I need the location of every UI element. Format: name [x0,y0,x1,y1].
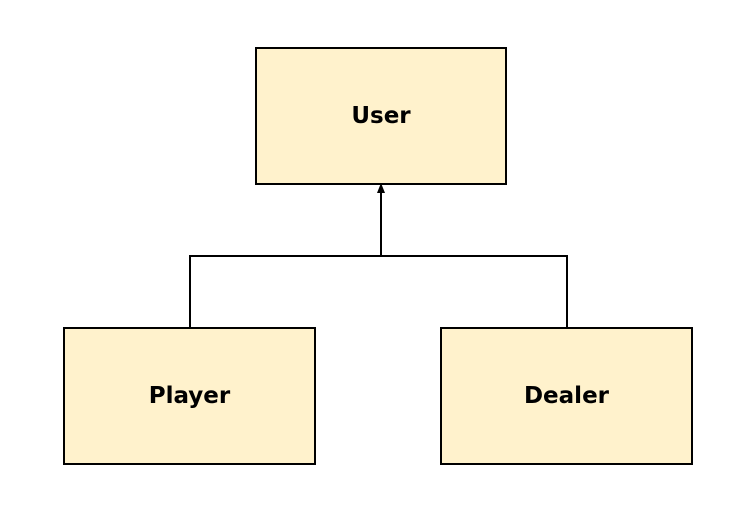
dealer-class-box: Dealer [440,327,693,465]
dealer-class-label: Dealer [523,383,610,409]
edge-dealer-to-junction [381,255,568,327]
user-class-label: User [351,103,411,129]
player-class-label: Player [148,383,231,409]
user-class-box: User [255,47,507,185]
player-class-box: Player [63,327,316,465]
edge-player-to-junction [189,255,381,327]
